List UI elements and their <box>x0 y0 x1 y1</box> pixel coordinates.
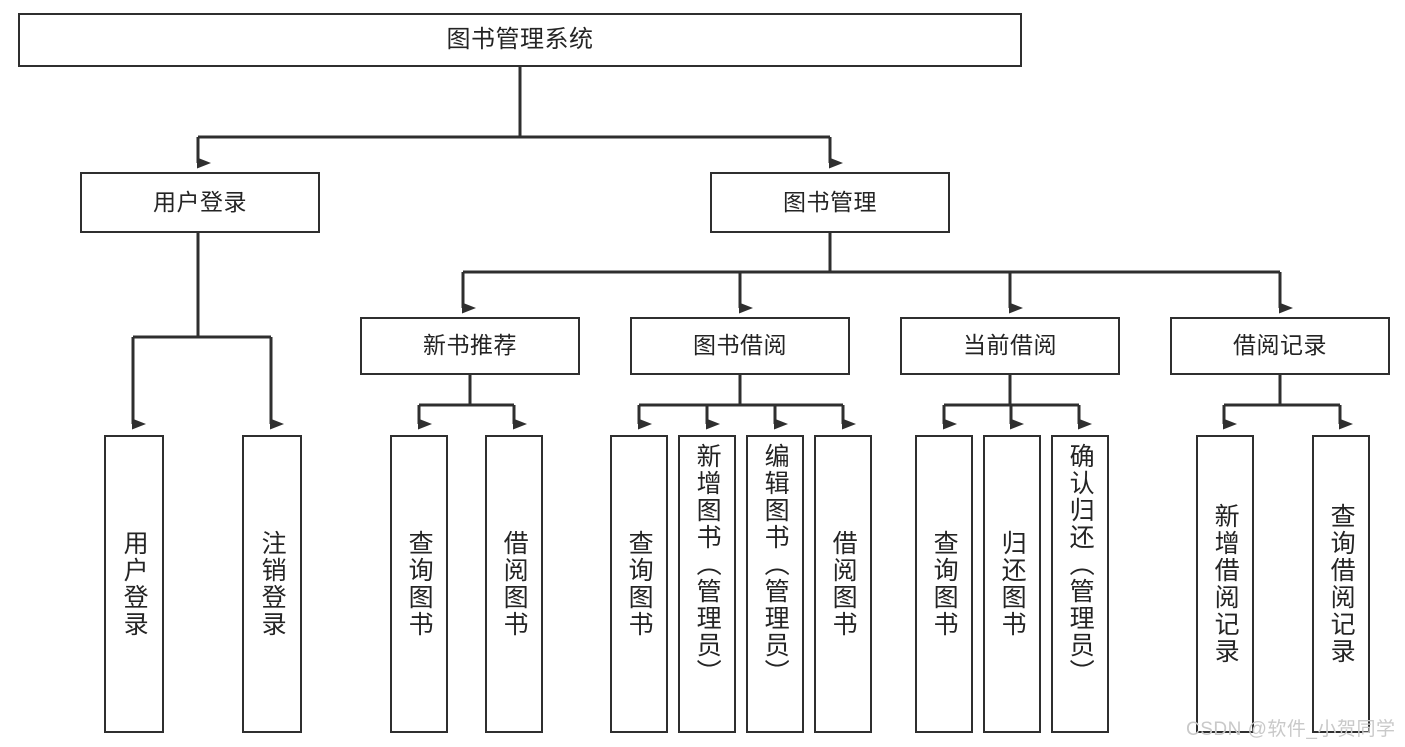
node-root-label: 图书管理系统 <box>446 25 594 53</box>
node-user-login[interactable]: 用户登录 <box>80 172 320 233</box>
leaf-borrow-book-2-label: 借阅图书 <box>829 530 858 638</box>
leaf-borrow-book-2[interactable]: 借阅图书 <box>814 435 872 733</box>
leaf-query-book-1-label: 查询图书 <box>405 530 434 638</box>
node-user-login-label: 用户登录 <box>153 188 247 215</box>
node-book-borrow-label: 图书借阅 <box>693 332 787 359</box>
leaf-add-record[interactable]: 新增借阅记录 <box>1196 435 1254 733</box>
leaf-edit-book-label: 编辑图书（管理员） <box>761 443 790 686</box>
leaf-query-book-1[interactable]: 查询图书 <box>390 435 448 733</box>
leaf-confirm-return[interactable]: 确认归还（管理员） <box>1051 435 1109 733</box>
leaf-query-book-2[interactable]: 查询图书 <box>610 435 668 733</box>
node-book-borrow[interactable]: 图书借阅 <box>630 317 850 375</box>
leaf-borrow-book-1-label: 借阅图书 <box>500 530 529 638</box>
node-root[interactable]: 图书管理系统 <box>18 13 1022 67</box>
leaf-query-book-3[interactable]: 查询图书 <box>915 435 973 733</box>
leaf-logout-label: 注销登录 <box>258 530 287 638</box>
leaf-confirm-return-label: 确认归还（管理员） <box>1066 443 1095 686</box>
node-book-manage-label: 图书管理 <box>783 188 877 215</box>
node-borrow-record-label: 借阅记录 <box>1233 332 1327 359</box>
leaf-return-book[interactable]: 归还图书 <box>983 435 1041 733</box>
leaf-query-record[interactable]: 查询借阅记录 <box>1312 435 1370 733</box>
node-book-manage[interactable]: 图书管理 <box>710 172 950 233</box>
leaf-borrow-book-1[interactable]: 借阅图书 <box>485 435 543 733</box>
leaf-return-book-label: 归还图书 <box>998 530 1027 638</box>
leaf-edit-book[interactable]: 编辑图书（管理员） <box>746 435 804 733</box>
leaf-logout[interactable]: 注销登录 <box>242 435 302 733</box>
node-current-borrow[interactable]: 当前借阅 <box>900 317 1120 375</box>
node-new-book-rec[interactable]: 新书推荐 <box>360 317 580 375</box>
leaf-add-book[interactable]: 新增图书（管理员） <box>678 435 736 733</box>
leaf-query-book-3-label: 查询图书 <box>930 530 959 638</box>
leaf-user-login[interactable]: 用户登录 <box>104 435 164 733</box>
leaf-add-record-label: 新增借阅记录 <box>1211 503 1240 665</box>
leaf-query-record-label: 查询借阅记录 <box>1327 503 1356 665</box>
leaf-add-book-label: 新增图书（管理员） <box>693 443 722 686</box>
node-current-borrow-label: 当前借阅 <box>963 332 1057 359</box>
leaf-query-book-2-label: 查询图书 <box>625 530 654 638</box>
node-new-book-rec-label: 新书推荐 <box>423 332 517 359</box>
csdn-watermark: CSDN @软件_小贺同学 <box>1186 719 1396 740</box>
node-borrow-record[interactable]: 借阅记录 <box>1170 317 1390 375</box>
leaf-user-login-label: 用户登录 <box>120 530 149 638</box>
